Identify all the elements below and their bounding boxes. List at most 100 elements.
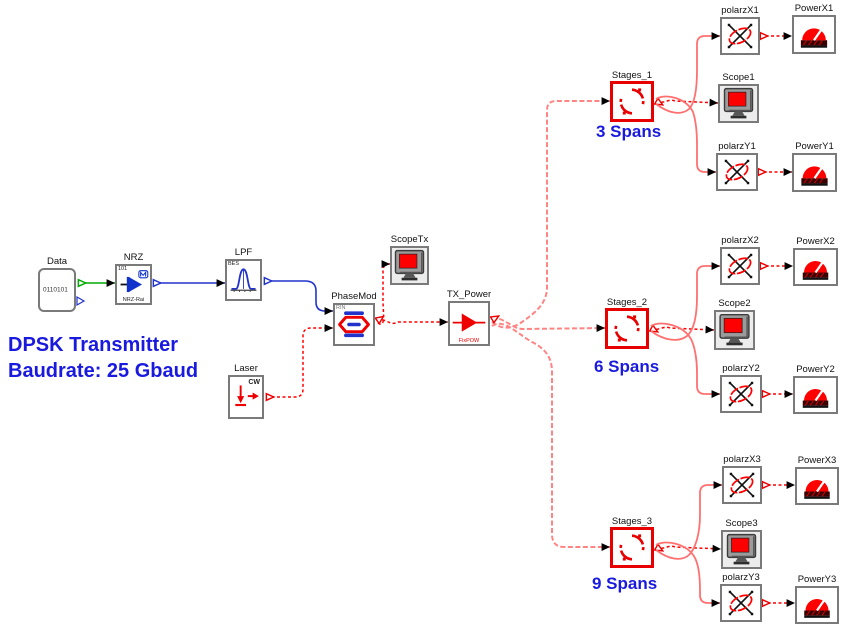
annotation-line1: DPSK Transmitter [8,334,179,356]
lpf-tag: BES [228,261,240,267]
powery1-label: PowerY1 [795,141,834,152]
polarzy3-block[interactable]: polarzY3 [720,572,762,622]
wire-txpower-to-stages3 [491,322,610,551]
nrz-driver-block[interactable]: NRZ 101 NRZ-Rai [115,252,152,305]
powery3-label: PowerY3 [797,574,837,585]
nrz-label: NRZ [123,252,144,263]
polarzx2-block[interactable]: polarzX2 [720,235,760,285]
laser-label: Laser [234,363,258,374]
txpower-amplifier-block[interactable]: TX_Power FixPOW [447,289,491,346]
wire-phasemod-to-scopetx [377,260,390,325]
stages2-block[interactable]: Stages_2 [605,297,649,349]
fiber-loop-icon [613,530,651,565]
scope2-label: Scope2 [718,298,751,309]
powerx2-block[interactable]: PowerX2 [793,236,838,286]
power-meter-icon [795,250,836,284]
powerx1-block[interactable]: PowerX1 [792,3,836,54]
data-source-label: Data [46,256,68,267]
power-meter-icon [795,378,836,412]
scopetx-block[interactable]: ScopeTx [390,234,429,285]
polarization-analyzer-icon [722,586,760,620]
polarization-analyzer-icon [722,249,758,283]
wire-stages3-to-scope3 [656,546,722,549]
powery1-block[interactable]: PowerY1 [792,141,837,192]
polarzy2-label: polarzY2 [722,363,760,374]
oscilloscope-icon [720,86,757,121]
lpf-filter-block[interactable]: LPF BES [225,247,262,301]
wire-stages2-to-polarzy2 [650,322,720,398]
wire-stages3-to-polarzy3 [655,541,720,607]
polarzx1-label: polarzX1 [721,5,759,16]
powery3-block[interactable]: PowerY3 [795,574,839,624]
annotation-line2: Baudrate: 25 Gbaud [8,360,199,382]
polarization-analyzer-icon [724,468,760,502]
power-meter-icon [797,469,837,503]
powerx3-block[interactable]: PowerX3 [795,455,839,505]
wire-stages2-to-scope2 [651,327,715,330]
oscilloscope-icon [723,532,760,567]
power-meter-icon [794,155,835,190]
powerx2-label: PowerX2 [796,236,835,247]
power-meter-icon [797,588,837,622]
oscilloscope-icon [716,312,753,348]
polarization-analyzer-icon [718,155,756,189]
polarzy3-label: polarzY3 [722,572,760,583]
stages3-label: Stages_3 [611,516,653,527]
data-unused-port [76,295,86,307]
laser-cw-tag: CW [248,379,260,386]
data-source-block[interactable]: Data 0110101 [38,256,76,312]
stages3-block[interactable]: Stages_3 [610,516,654,568]
txpower-subtext: FixPOW [458,337,480,344]
powery2-label: PowerY2 [796,364,835,375]
polarzy1-block[interactable]: polarzY1 [716,141,758,191]
oscilloscope-icon [392,248,427,283]
wire-txpower-to-stages1 [491,97,610,329]
spans1-annotation: 3 Spans [596,122,662,141]
nrz-subtext: NRZ-Rai [122,296,145,303]
phasemod-tag: RIN [336,305,346,311]
wire-stages1-to-scope1 [656,100,719,103]
polarzx1-block[interactable]: polarzX1 [720,5,760,55]
powery2-block[interactable]: PowerY2 [793,364,838,414]
scope2-block[interactable]: Scope2 [714,298,755,350]
power-meter-icon [794,17,834,52]
txpower-label: TX_Power [446,289,492,300]
phase-modulator-block[interactable]: PhaseMod RIN [331,291,377,346]
stages2-label: Stages_2 [606,297,648,308]
scope3-block[interactable]: Scope3 [721,518,762,569]
spans3-annotation: 9 Spans [592,574,658,593]
stages1-block[interactable]: Stages_1 [610,70,654,122]
data-bits-text: 0110101 [43,286,68,294]
wire-txpower-to-stages2 [492,319,606,329]
scope1-label: Scope1 [722,72,755,83]
wire-lpf-to-phasemod [264,281,333,311]
transmitter-annotation: DPSK Transmitter Baudrate: 25 Gbaud [8,332,198,384]
wire-phasemod-to-txpower [377,320,448,324]
wire-stages1-to-polarzy1 [655,95,716,176]
lpf-label: LPF [234,247,253,258]
wire-stages3-to-polarzx3 [655,481,722,560]
wire-stages1-to-polarzx1 [655,32,720,114]
polarzy1-label: polarzY1 [718,141,756,152]
powerx1-label: PowerX1 [794,3,834,14]
fiber-loop-icon [613,84,651,119]
polarization-analyzer-icon [722,19,758,53]
wire-laser-to-phasemod [266,328,333,397]
scope3-label: Scope3 [725,518,758,529]
polarzx3-label: polarzX3 [723,454,761,465]
polarzy2-block[interactable]: polarzY2 [720,363,762,413]
polarzx2-label: polarzX2 [721,235,759,246]
polarzx3-block[interactable]: polarzX3 [722,454,762,504]
nrz-tag: 101 [118,266,128,272]
spans2-annotation: 6 Spans [594,357,660,376]
wire-stages2-to-polarzx2 [650,262,720,341]
stages1-label: Stages_1 [611,70,653,81]
fiber-loop-icon [608,311,646,346]
powerx3-label: PowerX3 [797,455,837,466]
polarization-analyzer-icon [722,377,760,411]
scope1-block[interactable]: Scope1 [718,72,759,123]
scopetx-label: ScopeTx [390,234,429,245]
laser-block[interactable]: Laser CW [228,363,264,419]
